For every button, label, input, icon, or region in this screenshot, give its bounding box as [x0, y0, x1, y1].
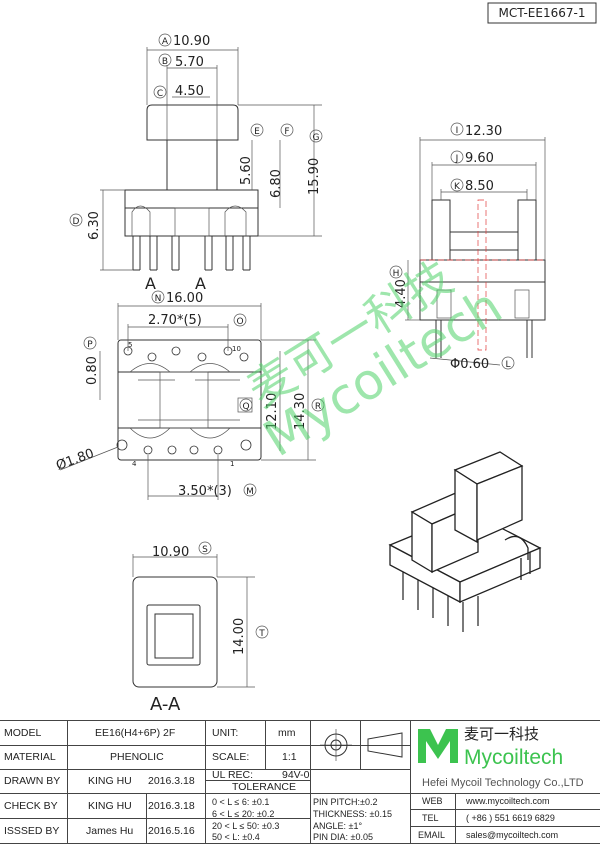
drawing-number: MCT-EE1667-1 [499, 6, 586, 20]
tol-pin-dia: PIN DIA: ±0.05 [313, 832, 373, 842]
svg-text:1: 1 [230, 460, 234, 468]
svg-text:E: E [254, 127, 260, 137]
svg-text:F: F [284, 127, 289, 137]
svg-text:M: M [246, 487, 254, 497]
material-label: MATERIAL [4, 751, 56, 763]
svg-text:J: J [455, 154, 459, 164]
tol-range-1: 0 < L ≤ 6: ±0.1 [212, 797, 270, 807]
scale-value: 1:1 [282, 751, 297, 763]
svg-text:4.50: 4.50 [175, 84, 204, 99]
svg-text:14.30: 14.30 [293, 393, 308, 430]
projection-symbol-icon [320, 729, 403, 761]
svg-text:A: A [145, 274, 156, 293]
svg-text:12.30: 12.30 [465, 124, 502, 139]
svg-text:N: N [155, 294, 162, 304]
tol-range-4: 50 < L: ±0.4 [212, 832, 260, 842]
drawn-label: DRAWN BY [4, 775, 61, 787]
ul-value: 94V-0 [282, 769, 310, 781]
email-value[interactable]: sales@mycoiltech.com [466, 829, 559, 840]
svg-text:5: 5 [128, 341, 132, 349]
svg-text:8.50: 8.50 [465, 179, 494, 194]
svg-text:R: R [315, 402, 321, 412]
web-label: WEB [422, 796, 443, 806]
svg-text:5.60: 5.60 [239, 156, 254, 185]
svg-text:5.70: 5.70 [175, 55, 204, 70]
issued-date: 2016.5.16 [148, 824, 195, 837]
section-view: 10.90 S 14.00 T A-A [132, 541, 269, 715]
svg-text:T: T [258, 629, 265, 639]
svg-text:A: A [162, 37, 169, 47]
svg-text:L: L [505, 360, 510, 370]
svg-text:K: K [454, 182, 461, 192]
drawing-number-box [487, 2, 597, 24]
tolerance-label: TOLERANCE [232, 781, 296, 793]
technical-drawing: MCT-EE1667-1 A A A 10.90 [54, 2, 597, 715]
drawn-date: 2016.3.18 [148, 775, 195, 787]
svg-text:10.90: 10.90 [152, 545, 189, 560]
svg-text:A: A [195, 274, 206, 293]
bottom-view: 5 10 4 1 N 16.00 2.70*(5) O P 0.80 Q R 1… [54, 290, 325, 500]
web-value[interactable]: www.mycoiltech.com [466, 796, 550, 806]
svg-text:Ø1.80: Ø1.80 [54, 446, 96, 473]
issued-label: ISSSED BY [4, 824, 60, 837]
section-label: A-A [150, 694, 181, 715]
tel-value: ( +86 ) 551 6619 6829 [466, 812, 555, 823]
tol-angle: ANGLE: ±1° [313, 821, 363, 831]
unit-value: mm [278, 726, 296, 739]
title-block: MODEL EE16(H4+6P) 2F UNIT: mm MATERIAL P… [0, 720, 600, 844]
tol-thickness: THICKNESS: ±0.15 [313, 809, 392, 819]
svg-text:4.40: 4.40 [394, 279, 409, 308]
email-label: EMAIL [418, 829, 446, 840]
svg-text:I: I [456, 126, 459, 136]
check-value: KING HU [88, 799, 132, 812]
issued-value: James Hu [86, 824, 134, 837]
tol-pitch: PIN PITCH:±0.2 [313, 797, 378, 807]
svg-text:10: 10 [232, 345, 241, 353]
drawn-value: KING HU [88, 775, 132, 787]
svg-text:D: D [73, 217, 80, 227]
svg-text:Q: Q [242, 402, 249, 412]
isometric-view [388, 451, 542, 632]
model-label: MODEL [4, 726, 42, 739]
material-value: PHENOLIC [110, 751, 164, 763]
ul-label: UL REC: [212, 769, 254, 781]
svg-text:0.80: 0.80 [85, 356, 100, 385]
brand-logo-icon [418, 729, 458, 763]
brand-english: Mycoiltech [464, 746, 564, 769]
svg-text:P: P [87, 340, 93, 350]
svg-text:12.10: 12.10 [265, 393, 280, 430]
svg-text:B: B [162, 57, 168, 67]
scale-label: SCALE: [212, 751, 250, 763]
svg-text:H: H [393, 269, 400, 279]
front-view: A A A 10.90 B 5.70 C 4.50 E F G 5.60 6.8… [69, 33, 323, 293]
svg-text:4: 4 [132, 460, 137, 468]
svg-text:O: O [236, 317, 243, 327]
company-name: Hefei Mycoil Technology Co.,LTD [422, 777, 584, 789]
check-label: CHECK BY [4, 799, 58, 812]
svg-text:10.90: 10.90 [173, 34, 210, 49]
svg-text:3.50*(3): 3.50*(3) [178, 484, 232, 499]
unit-label: UNIT: [212, 726, 239, 739]
tol-range-2: 6 < L ≤ 20: ±0.2 [212, 809, 275, 819]
side-view: I 12.30 J 9.60 K 8.50 H 4.40 Φ0.60 L [389, 122, 546, 372]
svg-text:Φ0.60: Φ0.60 [450, 357, 489, 372]
svg-text:S: S [202, 545, 208, 555]
svg-text:2.70*(5): 2.70*(5) [148, 313, 202, 328]
svg-text:G: G [313, 133, 320, 143]
svg-text:C: C [157, 89, 163, 99]
svg-text:6.80: 6.80 [269, 169, 284, 198]
svg-text:6.30: 6.30 [87, 211, 102, 240]
svg-text:14.00: 14.00 [232, 618, 247, 655]
check-date: 2016.3.18 [148, 799, 195, 812]
brand-chinese: 麦可一科技 [464, 724, 540, 743]
model-value: EE16(H4+6P) 2F [95, 726, 176, 739]
svg-text:16.00: 16.00 [166, 291, 203, 306]
tol-range-3: 20 < L ≤ 50: ±0.3 [212, 821, 280, 831]
tel-label: TEL [422, 812, 439, 823]
svg-text:9.60: 9.60 [465, 151, 494, 166]
svg-text:15.90: 15.90 [307, 158, 322, 195]
